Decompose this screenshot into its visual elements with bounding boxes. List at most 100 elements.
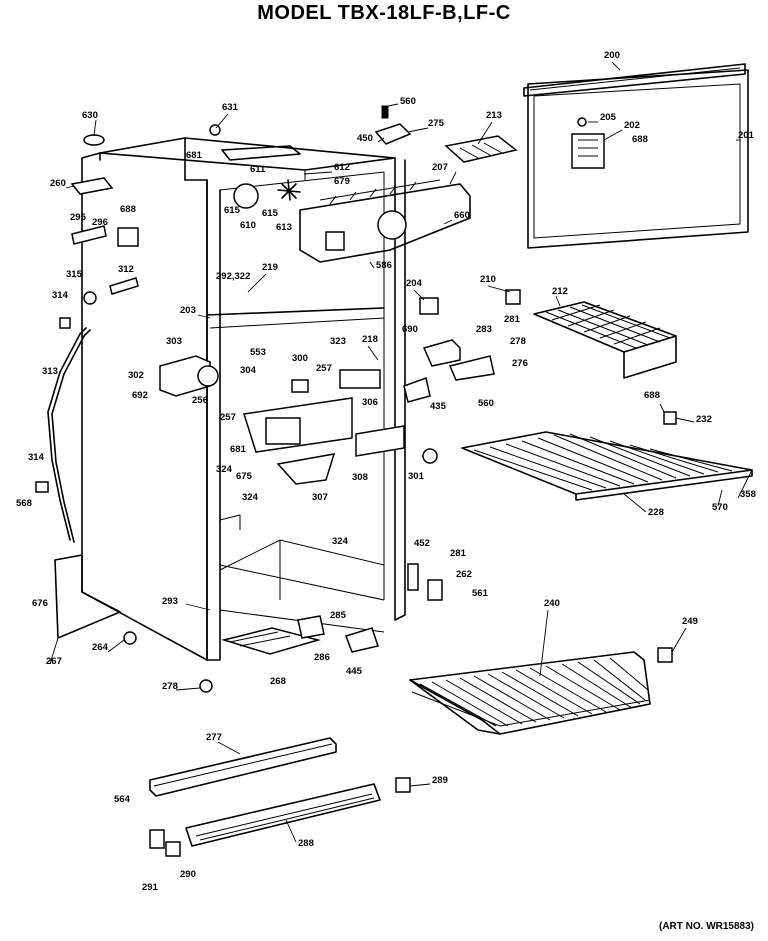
part-label-249-78: 249	[682, 616, 698, 627]
part-label-207-15: 207	[432, 162, 448, 173]
part-label-204-31: 204	[406, 278, 423, 289]
part-label-212-33: 212	[552, 286, 568, 297]
part-label-586-25: 586	[376, 260, 392, 271]
part-label-570-67: 570	[712, 502, 728, 513]
part-label-435-52: 435	[430, 401, 447, 412]
part-label-301-62: 301	[408, 471, 425, 482]
part-label-210-32: 210	[480, 274, 496, 285]
part-label-288-88: 288	[298, 838, 314, 849]
part-label-200-6: 200	[604, 50, 620, 61]
art-number: (ART NO. WR15883)	[658, 921, 754, 932]
part-label-610-22: 610	[240, 220, 256, 231]
part-label-285-77: 285	[330, 610, 347, 621]
part-label-450-4: 450	[357, 133, 373, 144]
part-label-228-68: 228	[648, 507, 664, 518]
part-label-286-80: 286	[314, 652, 330, 663]
part-label-324-69: 324	[332, 536, 349, 547]
part-label-281-35: 281	[504, 314, 521, 325]
bottom-rail-and-grille	[149, 737, 411, 857]
crisper-basket	[409, 651, 651, 735]
part-label-281-71: 281	[450, 548, 467, 559]
part-label-564-87: 564	[114, 794, 131, 805]
part-label-303-41: 303	[166, 336, 182, 347]
part-label-323-39: 323	[330, 336, 346, 347]
part-label-690-36: 690	[402, 324, 418, 335]
part-label-681-11: 681	[186, 150, 203, 161]
part-label-615-20: 615	[224, 205, 241, 216]
part-label-232-55: 232	[696, 414, 712, 425]
part-label-278-40: 278	[510, 336, 526, 347]
part-label-276-44: 276	[512, 358, 528, 369]
part-label-358-65: 358	[740, 489, 756, 500]
part-label-452-70: 452	[414, 538, 430, 549]
part-label-612-13: 612	[334, 162, 350, 173]
back-panel	[54, 554, 121, 639]
part-label-275-3: 275	[428, 118, 445, 129]
part-label-257-47: 257	[316, 363, 332, 374]
part-label-560-53: 560	[478, 398, 494, 409]
part-label-445-82: 445	[346, 666, 363, 677]
part-label-313-45: 313	[42, 366, 58, 377]
part-label-553-42: 553	[250, 347, 266, 358]
evaporator-cover	[299, 179, 471, 263]
part-label-213-5: 213	[486, 110, 502, 121]
part-label-615-21: 615	[262, 208, 279, 219]
part-label-295-18: 295	[70, 212, 87, 223]
part-label-264-79: 264	[92, 642, 109, 653]
part-label-293-75: 293	[162, 596, 178, 607]
thermostat-control	[159, 355, 438, 485]
part-label-676-76: 676	[32, 598, 48, 609]
diagram-title: MODEL TBX-18LF-B,LF-C	[257, 2, 511, 24]
drain-tube-and-handles	[35, 105, 431, 543]
part-label-692-49: 692	[132, 390, 148, 401]
part-label-289-86: 289	[432, 775, 448, 786]
part-label-202-8: 202	[624, 120, 640, 131]
part-label-688-17: 688	[120, 204, 136, 215]
part-label-260-16: 260	[50, 178, 66, 189]
part-label-304-46: 304	[240, 365, 257, 376]
part-label-257-56: 257	[220, 412, 236, 423]
part-label-283-37: 283	[476, 324, 492, 335]
part-label-681-57: 681	[230, 444, 247, 455]
part-label-688-10: 688	[632, 134, 648, 145]
part-label-315-28: 315	[66, 269, 83, 280]
fresh-food-wire-shelf	[461, 431, 753, 501]
part-label-203-34: 203	[180, 305, 196, 316]
part-label-613-23: 613	[276, 222, 292, 233]
part-label-324-58: 324	[216, 464, 233, 475]
part-label-660-24: 660	[454, 210, 470, 221]
ice-tray	[444, 135, 518, 163]
part-label-324-63: 324	[242, 492, 259, 503]
part-label-560-2: 560	[400, 96, 416, 107]
part-label-631-1: 631	[222, 102, 239, 113]
part-label-568-66: 568	[16, 498, 32, 509]
part-label-219-27: 219	[262, 262, 278, 273]
cabinet-body	[81, 137, 406, 661]
part-label-296-19: 296	[92, 217, 108, 228]
part-label-300-43: 300	[292, 353, 308, 364]
part-label-314-60: 314	[28, 452, 45, 463]
fan-motor-assembly	[221, 145, 301, 209]
freezer-wire-shelf	[533, 301, 677, 379]
part-label-561-73: 561	[472, 588, 489, 599]
part-label-291-90: 291	[142, 882, 159, 893]
part-label-262-72: 262	[456, 569, 472, 580]
part-label-268-83: 268	[270, 676, 286, 687]
part-label-267-81: 267	[46, 656, 62, 667]
part-label-675-59: 675	[236, 471, 253, 482]
crisper-cover-parts	[123, 615, 379, 693]
part-label-290-89: 290	[180, 869, 196, 880]
part-label-278-84: 278	[162, 681, 178, 692]
part-label-256-50: 256	[192, 395, 208, 406]
part-label-306-51: 306	[362, 397, 378, 408]
part-label-201-9: 201	[738, 130, 755, 141]
leader-lines	[49, 61, 753, 843]
hinge-parts	[339, 289, 677, 663]
part-label-308-61: 308	[352, 472, 368, 483]
part-label-307-64: 307	[312, 492, 328, 503]
part-label-688-54: 688	[644, 390, 660, 401]
part-label-302-48: 302	[128, 370, 144, 381]
part-label-314-30: 314	[52, 290, 69, 301]
freezer-door	[523, 63, 749, 249]
